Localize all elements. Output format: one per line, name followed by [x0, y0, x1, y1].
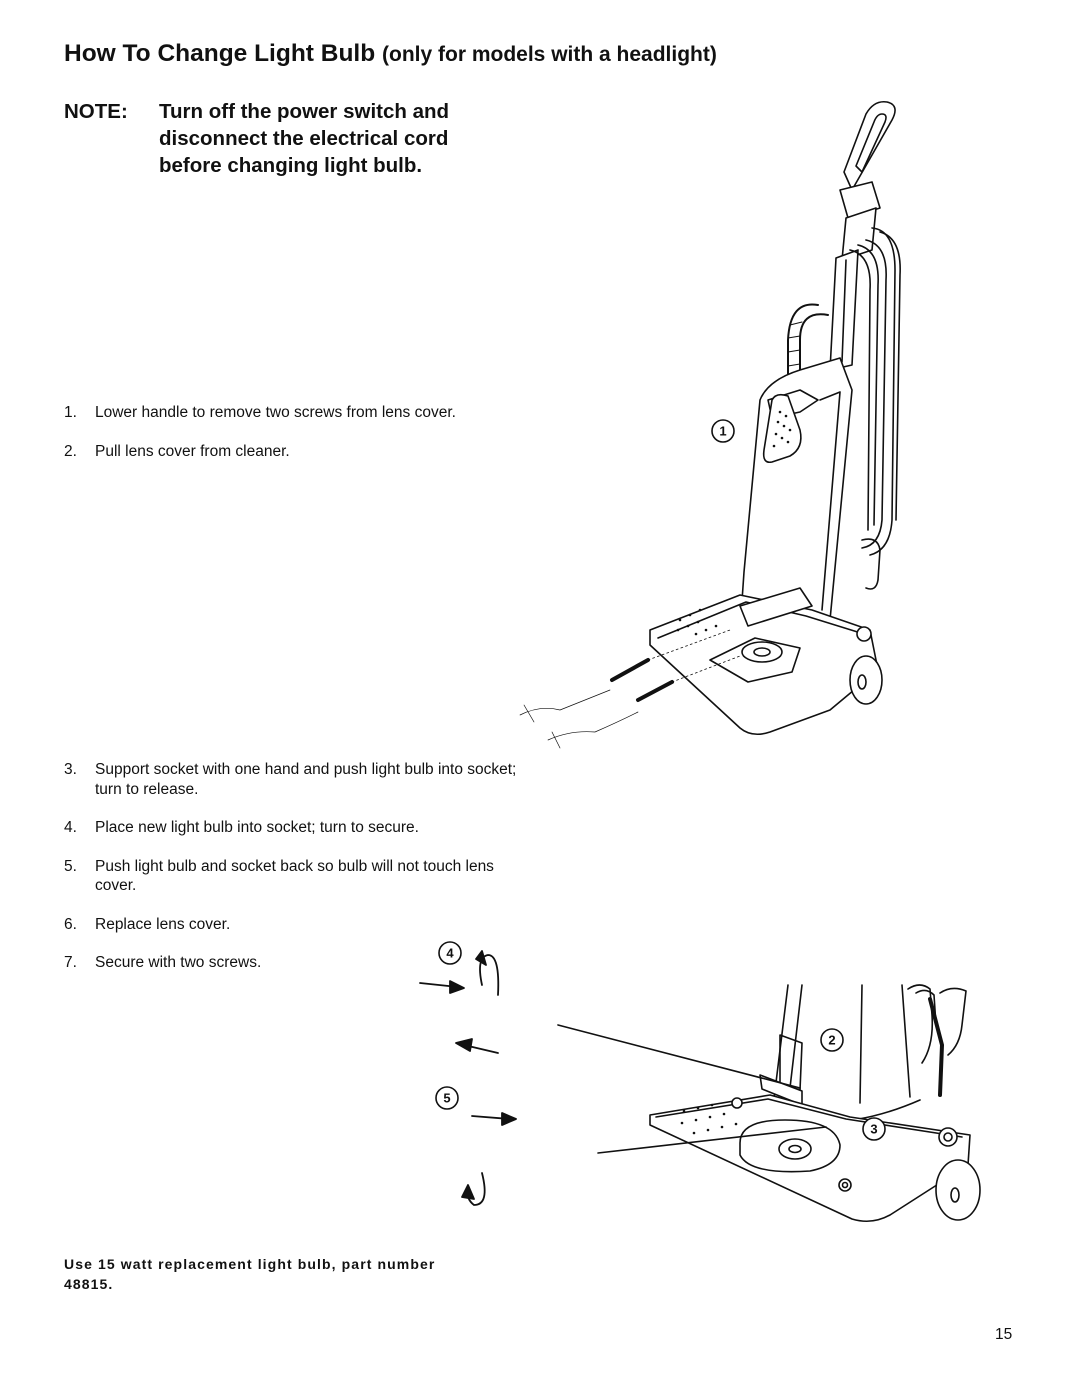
- steps-list-replace: 3. Support socket with one hand and push …: [64, 760, 534, 992]
- step-number: 2.: [64, 442, 77, 460]
- step-text: Replace lens cover.: [95, 915, 231, 933]
- steps-list-remove: 1. Lower handle to remove two screws from…: [64, 403, 534, 480]
- step-number: 5.: [64, 857, 77, 875]
- step-text: Secure with two screws.: [95, 954, 262, 971]
- step-item: 6. Replace lens cover.: [64, 915, 534, 935]
- safety-note: NOTE: Turn off the power switch and disc…: [64, 98, 484, 179]
- step-item: 7. Secure with two screws.: [64, 953, 534, 973]
- callout-1: 1: [711, 419, 735, 443]
- step-number: 3.: [64, 761, 77, 778]
- step-item: 4. Place new light bulb into socket; turn…: [64, 818, 534, 838]
- step-text: Support socket with one hand and push li…: [95, 761, 517, 798]
- step-arrows-illustration: [419, 950, 517, 1206]
- svg-text:3: 3: [870, 1122, 877, 1137]
- callout-4: 4: [438, 941, 462, 965]
- vacuum-base-closeup-illustration: [557, 984, 981, 1223]
- step-number: 4.: [64, 819, 77, 836]
- step-item: 3. Support socket with one hand and push …: [64, 760, 534, 799]
- callout-3: 3: [862, 1117, 886, 1141]
- bulb-spec-note: Use 15 watt replacement light bulb, part…: [64, 1256, 436, 1292]
- step-item: 5. Push light bulb and socket back so bul…: [64, 857, 534, 896]
- note-text: Turn off the power switch and disconnect…: [159, 100, 450, 177]
- step-item: 2. Pull lens cover from cleaner.: [64, 442, 534, 462]
- title-main: How To Change Light Bulb: [64, 40, 376, 67]
- vacuum-upright-illustration: [519, 100, 901, 749]
- svg-text:1: 1: [719, 424, 726, 439]
- note-label: NOTE:: [64, 100, 128, 123]
- step-text: Push light bulb and socket back so bulb …: [95, 857, 494, 895]
- svg-text:5: 5: [443, 1091, 450, 1106]
- page-number: 15: [995, 1326, 1013, 1343]
- step-number: 1.: [64, 404, 77, 421]
- step-text: Lower handle to remove two screws from l…: [95, 404, 456, 421]
- page-title: How To Change Light Bulb (only for model…: [64, 40, 717, 68]
- title-subtitle: (only for models with a headlight): [382, 43, 717, 66]
- step-text: Pull lens cover from cleaner.: [95, 442, 290, 460]
- svg-text:4: 4: [446, 946, 454, 961]
- callout-2: 2: [820, 1028, 844, 1052]
- step-text: Place new light bulb into socket; turn t…: [95, 819, 419, 836]
- step-number: 7.: [64, 954, 77, 971]
- svg-text:2: 2: [828, 1033, 835, 1048]
- step-item: 1. Lower handle to remove two screws from…: [64, 403, 534, 423]
- step-number: 6.: [64, 915, 77, 933]
- callout-5: 5: [435, 1086, 459, 1110]
